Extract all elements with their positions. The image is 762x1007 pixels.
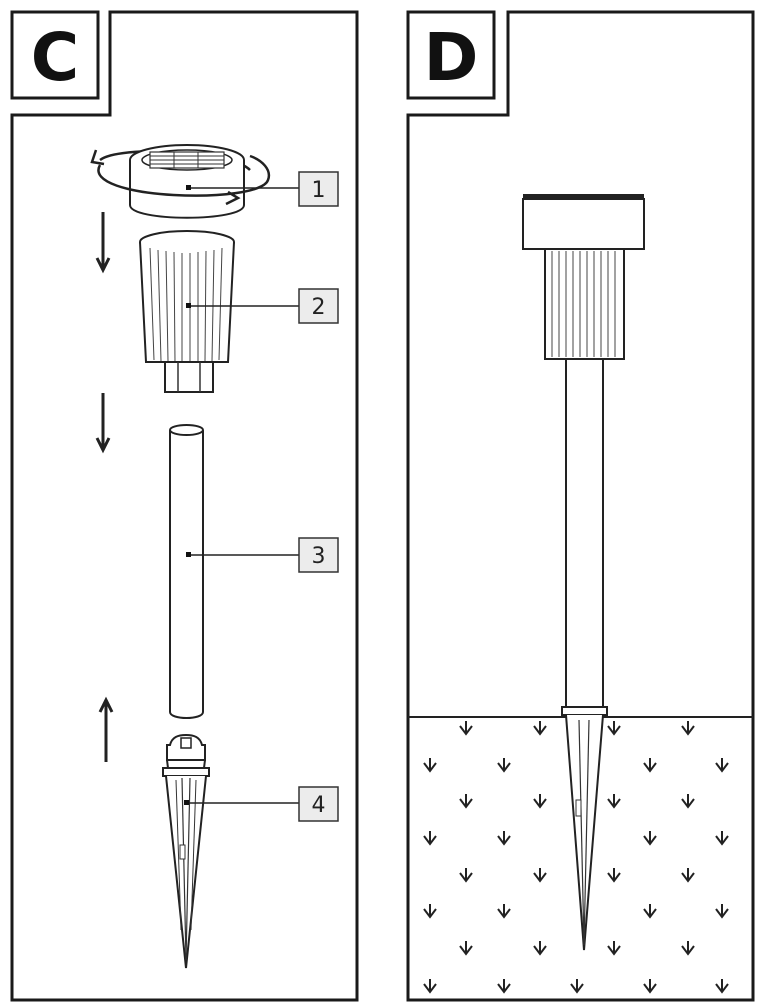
lamp-cap — [522, 198, 645, 250]
callout-number: 1 — [312, 178, 326, 203]
panel-c: C — [10, 10, 359, 1002]
callout-2: 2 — [186, 288, 339, 324]
rotation-arrow-front — [97, 154, 271, 197]
lamp-tube — [565, 358, 604, 708]
panel-d-label: D — [424, 19, 479, 96]
panel-c-label: C — [31, 19, 79, 96]
solar-cap-part — [90, 144, 271, 219]
rotation-arrowhead-right-icon — [225, 190, 241, 206]
panel-c-label-box — [10, 10, 100, 100]
callout-number: 3 — [312, 544, 326, 569]
lamp-housing — [544, 248, 625, 360]
up-arrow-icon — [98, 696, 114, 762]
callout-4: 4 — [184, 786, 339, 822]
down-arrow-icon — [95, 393, 111, 454]
down-arrow-icon — [95, 212, 111, 274]
ground-spike-part — [162, 733, 210, 969]
callout-1: 1 — [186, 171, 339, 207]
panel-d: D — [406, 10, 755, 1002]
lamp-spike — [565, 714, 604, 951]
panel-d-label-box — [406, 10, 496, 100]
callout-number: 4 — [312, 793, 326, 818]
rotation-arrowhead-left-icon — [90, 149, 105, 166]
tube-part — [169, 424, 204, 719]
callout-3: 3 — [186, 537, 339, 573]
callout-number: 2 — [312, 295, 326, 320]
assembled-lamp — [522, 194, 645, 951]
